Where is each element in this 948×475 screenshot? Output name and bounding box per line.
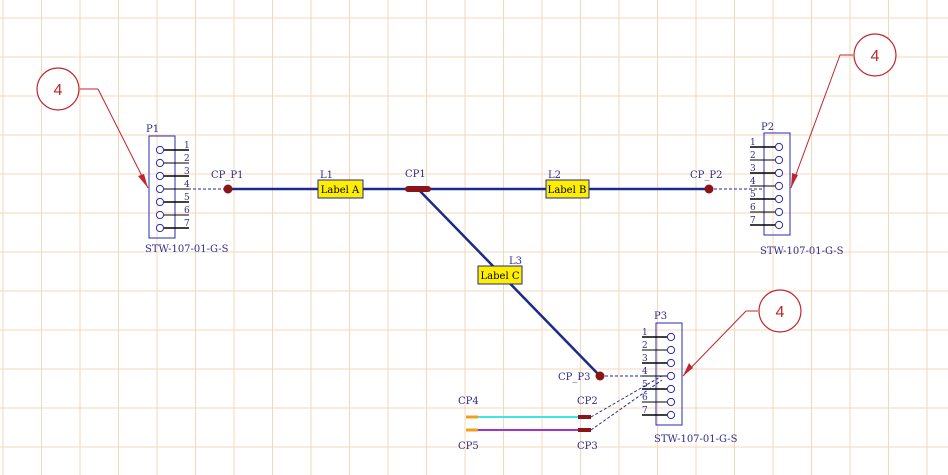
p1-pin-label: 6 (184, 206, 190, 216)
p2-pin-label: 2 (750, 151, 756, 161)
cp1-label: CP1 (405, 169, 426, 180)
p3-pin-label: 7 (642, 406, 648, 416)
label-l2-name: L2 (548, 170, 561, 181)
wire-cp5-cp3[interactable]: CP5 CP3 (458, 379, 663, 452)
p1-pin-label: 5 (184, 193, 190, 203)
p3-pin-2[interactable]: 2 (642, 341, 676, 355)
connection-point-cp-p1[interactable]: CP_P1 (211, 170, 243, 194)
connector-p2-part: STW-107-01-G-S (760, 246, 844, 257)
connector-p1-name: P1 (146, 124, 159, 135)
p3-pin-label: 3 (642, 354, 648, 364)
cp2-label: CP2 (577, 396, 598, 407)
p3-pin-1[interactable]: 1 (642, 328, 676, 342)
label-l3-text: Label C (481, 271, 520, 282)
p1-pin-6[interactable]: 6 (155, 206, 190, 220)
p2-pin-2[interactable]: 2 (750, 151, 784, 165)
p3-pin-label: 5 (642, 380, 648, 390)
p1-pin-label: 7 (184, 219, 190, 229)
p3-pin-7[interactable]: 7 (642, 406, 676, 420)
p3-pin-label: 2 (642, 341, 648, 351)
cp4-label: CP4 (458, 396, 479, 407)
label-l3[interactable]: L3 Label C (477, 256, 523, 285)
p3-pin-label: 6 (642, 393, 648, 403)
cp-p1-label: CP_P1 (211, 170, 243, 181)
p2-pin-7[interactable]: 7 (750, 216, 784, 230)
cp5-label: CP5 (458, 441, 479, 452)
connector-p1-part: STW-107-01-G-S (145, 244, 229, 255)
p3-pin-4[interactable]: 4 (642, 367, 676, 381)
p3-pin-3[interactable]: 3 (642, 354, 676, 368)
p2-pin-label: 3 (750, 164, 756, 174)
label-l1[interactable]: L1 Label A (317, 170, 364, 199)
p1-pin-1[interactable]: 1 (155, 141, 190, 155)
p3-pin-6[interactable]: 6 (642, 393, 676, 407)
label-l1-name: L1 (320, 170, 333, 181)
p2-pin-6[interactable]: 6 (750, 203, 784, 217)
p1-pin-4[interactable]: 4 (155, 180, 190, 194)
connection-point-cp-p3[interactable]: CP_P3 (558, 371, 605, 384)
callout-p3-text: 4 (776, 304, 785, 321)
p3-pin-label: 4 (642, 367, 648, 377)
p1-pin-7[interactable]: 7 (155, 219, 190, 233)
p1-pin-label: 1 (184, 141, 190, 151)
callout-p2[interactable]: 4 (790, 33, 897, 189)
connector-p3-part: STW-107-01-G-S (654, 434, 738, 445)
connector-p2[interactable]: 1 2 3 4 5 6 7 P2 STW-107-01-G-S (750, 122, 844, 257)
connector-p3-name: P3 (654, 311, 667, 322)
connection-point-cp1[interactable]: CP1 (405, 169, 431, 192)
p2-pin-label: 6 (750, 203, 756, 213)
p1-pin-label: 4 (184, 180, 190, 190)
callout-p1[interactable]: 4 (36, 67, 149, 189)
p2-pin-label: 1 (750, 138, 756, 148)
p1-pin-2[interactable]: 2 (155, 154, 190, 168)
p1-pin-5[interactable]: 5 (155, 193, 190, 207)
cp-p2-label: CP_P2 (690, 170, 722, 181)
p2-pin-1[interactable]: 1 (750, 138, 784, 152)
wire-cp1-p3[interactable] (417, 188, 662, 377)
p2-pin-5[interactable]: 5 (750, 190, 784, 204)
callout-p3[interactable]: 4 (682, 289, 802, 377)
p2-pin-3[interactable]: 3 (750, 164, 784, 178)
connector-p3[interactable]: 1 2 3 4 5 6 7 P3 STW-107-01-G-S (642, 311, 738, 445)
label-l1-text: Label A (321, 185, 360, 196)
p1-pin-label: 2 (184, 154, 190, 164)
label-l2[interactable]: L2 Label B (545, 170, 590, 199)
label-l3-name: L3 (509, 256, 522, 267)
p2-pin-label: 5 (750, 190, 756, 200)
label-l2-text: Label B (548, 185, 587, 196)
p2-pin-4[interactable]: 4 (750, 177, 784, 191)
callout-p1-text: 4 (54, 82, 63, 99)
connector-p2-name: P2 (761, 122, 774, 133)
p3-pin-5[interactable]: 5 (642, 380, 676, 394)
p1-pin-3[interactable]: 3 (155, 167, 190, 181)
callout-p2-text: 4 (871, 48, 880, 65)
p3-pin-label: 1 (642, 328, 648, 338)
p1-pin-label: 3 (184, 167, 190, 177)
wire-cp4-cp2[interactable]: CP4 CP2 (458, 375, 663, 419)
p2-pin-label: 4 (750, 177, 756, 187)
connection-point-cp-p2[interactable]: CP_P2 (690, 170, 722, 194)
connector-p1[interactable]: 1 2 3 4 5 6 7 P1 STW-107-01-G-S (145, 124, 229, 255)
cp3-label: CP3 (577, 441, 598, 452)
cp-p3-label: CP_P3 (558, 372, 590, 383)
p2-pin-label: 7 (750, 216, 756, 226)
